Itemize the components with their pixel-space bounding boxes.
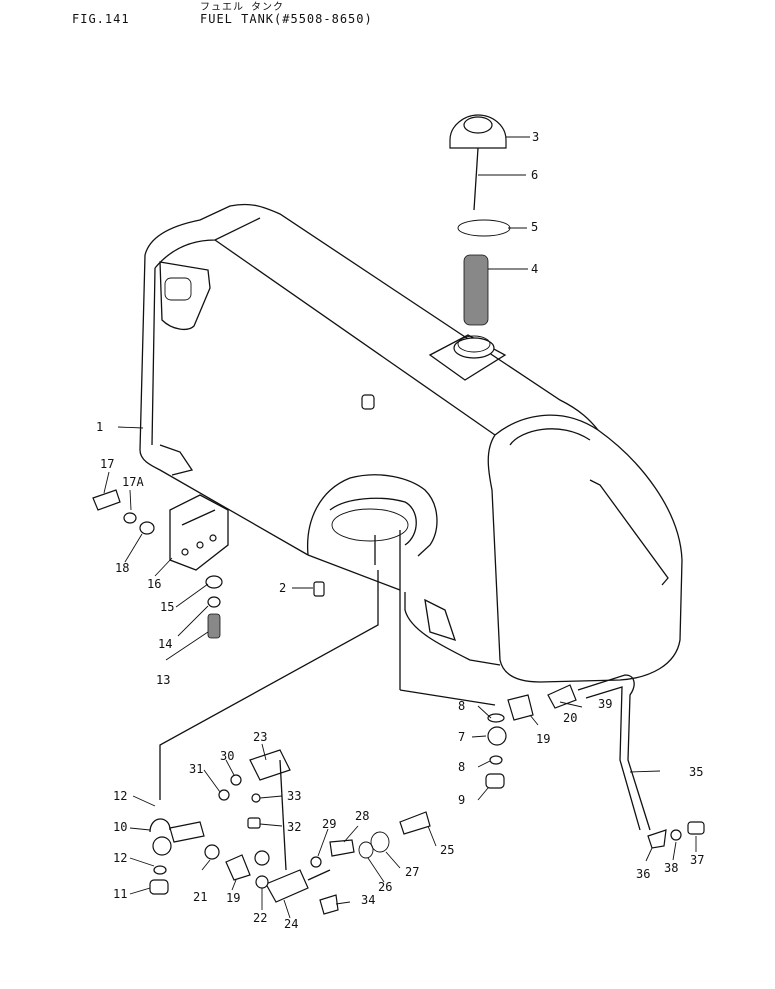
callout-39: 39 — [598, 697, 612, 711]
callout-13: 13 — [156, 673, 170, 687]
callout-31: 31 — [189, 762, 203, 776]
callout-19-upper: 19 — [536, 732, 550, 746]
callout-16: 16 — [147, 577, 161, 591]
callout-5: 5 — [531, 220, 538, 234]
callout-14: 14 — [158, 637, 172, 651]
callout-17: 17 — [100, 457, 114, 471]
callout-36: 36 — [636, 867, 650, 881]
callout-8-upper: 8 — [458, 699, 465, 713]
callout-7: 7 — [458, 730, 465, 744]
callout-labels: 1 2 3 4 5 6 7 8 8 9 10 11 12 12 13 14 15… — [96, 130, 704, 931]
filler-cap-assembly — [449, 114, 530, 326]
callout-3: 3 — [532, 130, 539, 144]
callout-29: 29 — [322, 817, 336, 831]
title-japanese: フュエル タンク — [200, 2, 285, 13]
callout-35: 35 — [689, 765, 703, 779]
fuel-tank-body — [139, 203, 683, 800]
callout-24: 24 — [284, 917, 298, 931]
callout-12-lower: 12 — [113, 851, 127, 865]
callout-12-upper: 12 — [113, 789, 127, 803]
diagram-title: FUEL TANK(#5508-8650) — [200, 12, 373, 26]
callout-2: 2 — [279, 581, 286, 595]
callout-30: 30 — [220, 749, 234, 763]
callout-33: 33 — [287, 789, 301, 803]
callout-38: 38 — [664, 861, 678, 875]
callout-4: 4 — [531, 262, 538, 276]
callout-19-lower: 19 — [226, 891, 240, 905]
callout-34: 34 — [361, 893, 375, 907]
callout-28: 28 — [355, 809, 369, 823]
support-bracket-group — [92, 489, 325, 639]
leader-lines — [103, 426, 697, 919]
callout-17a: 17A — [122, 475, 144, 489]
callout-22: 22 — [253, 911, 267, 925]
callout-10: 10 — [113, 820, 127, 834]
callout-26: 26 — [378, 880, 392, 894]
callout-8-lower: 8 — [458, 760, 465, 774]
callout-21: 21 — [193, 890, 207, 904]
callout-37: 37 — [690, 853, 704, 867]
callout-32: 32 — [287, 820, 301, 834]
callout-23: 23 — [253, 730, 267, 744]
callout-6: 6 — [531, 168, 538, 182]
callout-15: 15 — [160, 600, 174, 614]
callout-11: 11 — [113, 887, 127, 901]
figure-number: FIG.141 — [72, 12, 130, 26]
callout-1: 1 — [96, 420, 103, 434]
callout-25: 25 — [440, 843, 454, 857]
callout-9: 9 — [458, 793, 465, 807]
callout-20: 20 — [563, 711, 577, 725]
callout-18: 18 — [115, 561, 129, 575]
piping-parts — [149, 674, 705, 915]
callout-27: 27 — [405, 865, 419, 879]
